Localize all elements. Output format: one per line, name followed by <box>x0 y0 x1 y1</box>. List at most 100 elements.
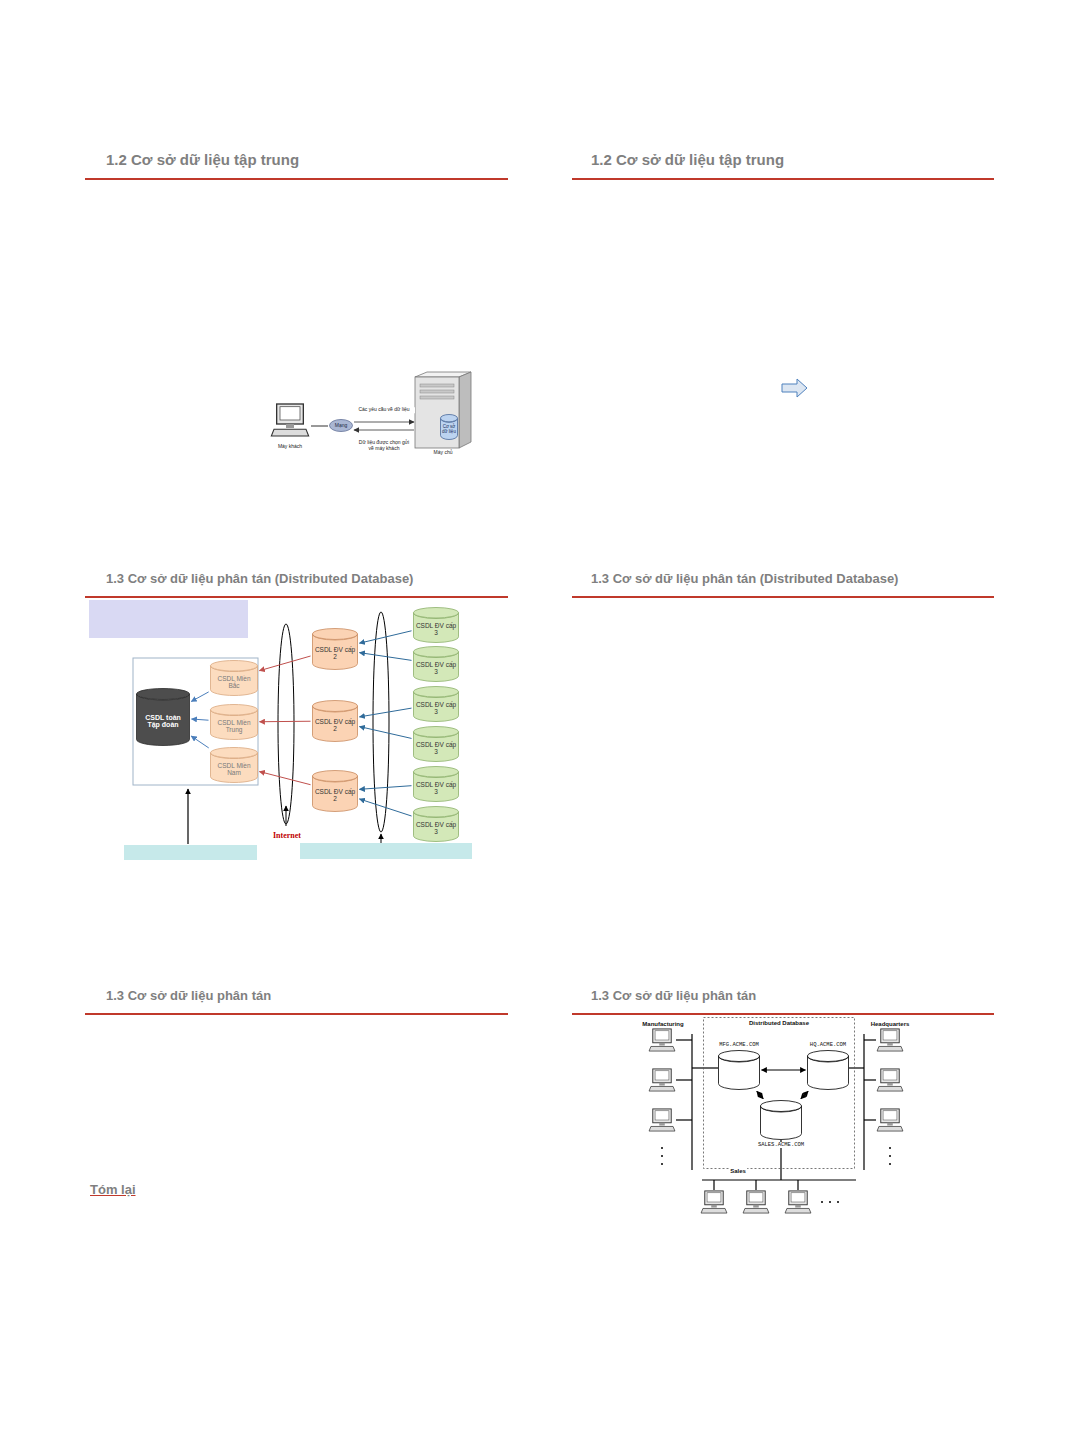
node-text: CSDL Miền Bắc <box>212 675 256 689</box>
node-text: Cơ sở dữ liệu <box>442 425 456 435</box>
database-cylinder: CSDL Miền Nam <box>210 747 258 783</box>
slide-heading: 1.2 Cơ sở dữ liệu tập trung <box>591 151 784 168</box>
dot <box>661 1155 663 1157</box>
node-text: SALES.ACME.COM <box>757 1142 805 1148</box>
node-text: CSDL ĐV cấp 3 <box>415 741 457 755</box>
cylinder-top <box>211 748 258 759</box>
server-front <box>415 377 459 448</box>
bus-line <box>691 1034 692 1170</box>
database-cylinder: CSDL ĐV cấp 3 <box>413 726 459 762</box>
database-cylinder: CSDL ĐV cấp 3 <box>413 607 459 643</box>
cylinder-top <box>414 687 459 698</box>
pointer-arrow <box>381 834 382 843</box>
sync-arrow <box>259 772 310 785</box>
cylinder-top <box>414 608 459 619</box>
sync-arrow <box>359 786 411 790</box>
bus-line <box>863 1034 864 1170</box>
cylinder-top <box>211 705 258 716</box>
bus-line <box>755 1180 756 1190</box>
node-text: MFG.ACME.COM <box>718 1042 760 1048</box>
pointer-arrow <box>187 789 188 844</box>
cylinder-top <box>137 689 190 700</box>
bus-line <box>797 1180 798 1190</box>
node-text: CSDL ĐV cấp 2 <box>314 646 356 660</box>
database-cylinder: CSDL ĐV cấp 2 <box>312 628 358 670</box>
slide-heading: 1.3 Cơ sở dữ liệu phân tán <box>106 989 271 1004</box>
blank-callout <box>300 843 472 859</box>
ellipsis-dots <box>661 1147 891 1203</box>
drive-bay <box>420 384 454 387</box>
node-text: Mạng <box>335 423 348 429</box>
node-text: CSDL ĐV cấp 2 <box>314 718 356 732</box>
cylinder-top <box>313 701 358 712</box>
computer-icon <box>877 1069 903 1091</box>
cylinder-body <box>137 694 190 746</box>
dot <box>829 1201 831 1203</box>
bus-line <box>676 1079 692 1080</box>
network-label: Internet <box>272 831 302 840</box>
database-cylinder: CSDL Miền Trung <box>210 704 258 740</box>
request-arrow <box>354 422 414 423</box>
heading-rules <box>85 179 994 1014</box>
sync-arrow <box>191 736 209 748</box>
computer-icon <box>649 1109 675 1131</box>
cylinder-top <box>414 647 459 658</box>
heading-rule <box>85 1013 508 1015</box>
bus-line <box>692 1067 718 1068</box>
edge-label: Dữ liệu được chọn gửi về máy khách <box>357 440 411 452</box>
database-region: Distributed DatabaseMFG.ACME.COMHQ.ACME.… <box>703 1017 855 1169</box>
dot <box>821 1201 823 1203</box>
node-text: Máy khách <box>277 444 303 450</box>
computer-icon <box>701 1191 727 1213</box>
network-ellipse <box>278 624 294 824</box>
drive-bay <box>420 390 454 393</box>
database-cylinder: CSDL Miền Bắc <box>210 660 258 696</box>
lan-network <box>676 1034 876 1190</box>
slide-heading: 1.2 Cơ sở dữ liệu tập trung <box>106 151 299 168</box>
dot <box>661 1163 663 1165</box>
summary-heading: Tóm lại <box>90 1183 136 1198</box>
cylinder-top <box>313 629 358 640</box>
network-oval <box>330 420 353 432</box>
site-label: Manufacturing <box>641 1021 684 1028</box>
database-cylinder: Cơ sở dữ liệu <box>440 414 458 440</box>
computer-icon <box>877 1109 903 1131</box>
node-text: HQ.ACME.COM <box>809 1042 847 1048</box>
blank-callout <box>89 600 248 638</box>
site-label: Headquarters <box>870 1021 911 1028</box>
region-frame <box>704 1018 855 1169</box>
cylinder-top <box>211 661 258 672</box>
cylinder-top <box>313 771 358 782</box>
cylinder-top <box>719 1051 760 1062</box>
cylinder-top <box>441 415 458 422</box>
site-label: Sales <box>729 1168 747 1175</box>
network-link <box>311 426 328 427</box>
bus-line <box>676 1119 692 1120</box>
client-computer: Máy khách <box>270 398 310 442</box>
computer-icon <box>785 1191 811 1213</box>
db-link <box>801 1091 808 1099</box>
node-text: CSDL ĐV cấp 3 <box>415 622 457 636</box>
database-cylinder: CSDL ĐV cấp 3 <box>413 806 459 842</box>
bus-line <box>676 1039 692 1040</box>
sync-arrow <box>359 727 411 739</box>
slide-heading: 1.3 Cơ sở dữ liệu phân tán <box>591 989 756 1004</box>
cyl-shape <box>718 1050 760 1090</box>
bus-line <box>864 1079 876 1080</box>
computer-icon <box>271 404 308 436</box>
server-side <box>459 372 471 448</box>
sync-arrow <box>359 653 411 661</box>
dot <box>889 1163 891 1165</box>
bus-line <box>864 1039 876 1040</box>
cylinder-top <box>414 767 459 778</box>
server-box: Máy chủCơ sở dữ liệu <box>415 372 471 448</box>
drive-bay <box>420 396 454 399</box>
database-cylinder: CSDL ĐV cấp 2 <box>312 770 358 812</box>
cylinder-top <box>414 727 459 738</box>
sync-arrow <box>359 799 411 816</box>
heading-rule <box>85 178 508 180</box>
network-ellipse <box>373 612 389 832</box>
dot <box>837 1201 839 1203</box>
database-cylinder: HQ.ACME.COM <box>807 1050 849 1090</box>
